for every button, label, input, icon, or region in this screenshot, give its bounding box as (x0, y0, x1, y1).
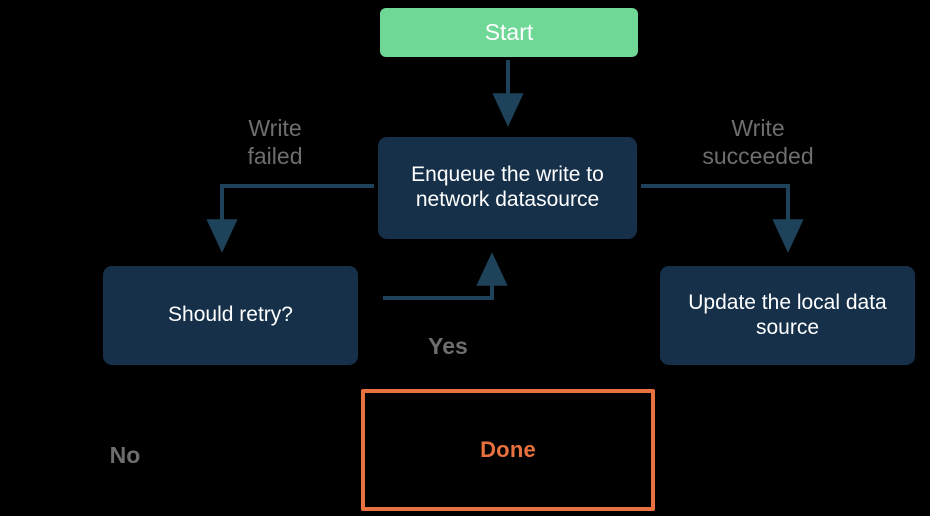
node-start-label: Start (484, 18, 534, 45)
edge-should-retry-to-enqueue-yes (383, 252, 508, 300)
edge-label-write-succeeded: Write succeeded (702, 115, 814, 169)
node-start[interactable]: Start (380, 8, 638, 57)
node-update-local-label: Update the local data source (688, 290, 887, 339)
node-should-retry[interactable]: Should retry? (103, 266, 358, 365)
node-update-local-data-source[interactable]: Update the local data source (660, 266, 915, 365)
node-enqueue-label: Enqueue the write to network datasource (411, 163, 604, 211)
edge-enqueue-to-should-retry (206, 184, 374, 253)
node-done-label: Done (480, 437, 536, 463)
edge-enqueue-to-update-local (641, 184, 804, 253)
edge-label-yes: Yes (428, 333, 468, 359)
node-should-retry-label: Should retry? (168, 303, 293, 327)
node-enqueue-write[interactable]: Enqueue the write to network datasource (378, 137, 637, 239)
node-done-highlighted[interactable]: Done (361, 389, 655, 511)
edge-label-write-failed: Write failed (247, 115, 303, 169)
edge-label-no: No (109, 442, 141, 468)
